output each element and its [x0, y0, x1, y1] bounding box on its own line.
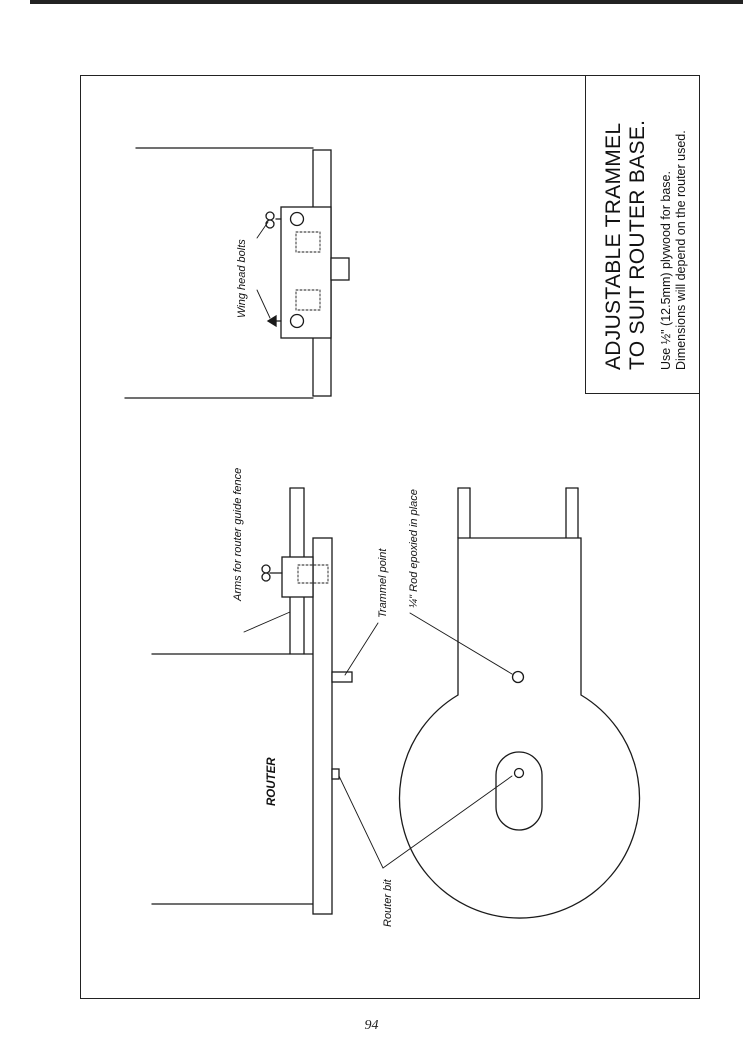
- trammel-point-label: Trammel point: [377, 548, 389, 618]
- wing-head-bolts-label: Wing head bolts: [236, 239, 248, 318]
- title-line-1: ADJUSTABLE TRAMMEL: [602, 122, 625, 370]
- wing-nut: [265, 211, 282, 229]
- drawing-frame: [80, 75, 700, 999]
- clamp-block: [281, 556, 314, 598]
- wing-nut: [261, 564, 283, 582]
- page-number: 94: [364, 1018, 379, 1033]
- leader-line: [338, 775, 384, 869]
- arms-for-router-guide-fence-label: Arms for router guide fence: [232, 467, 244, 601]
- leader-line: [382, 775, 513, 869]
- base-outline: [398, 537, 641, 919]
- title-block: [585, 76, 699, 394]
- fence-assembly-view: [124, 147, 350, 399]
- note-line-1: Use ½" (12.5mm) plywood for base.: [659, 171, 673, 370]
- router-bit-label: Router bit: [382, 879, 394, 927]
- trammel-point: [331, 671, 353, 683]
- router-base-plate: [312, 537, 333, 915]
- fence-clamp-block: [280, 206, 332, 339]
- title-line-2: TO SUIT ROUTER BASE.: [626, 119, 649, 370]
- hidden-nut: [295, 289, 321, 311]
- hidden-nut: [295, 231, 321, 253]
- rod-hole: [511, 670, 525, 684]
- router-bit: [331, 768, 340, 780]
- leader-line: [243, 611, 291, 633]
- bit-hole: [513, 767, 525, 779]
- bolt-hole: [289, 211, 305, 227]
- leader-line: [409, 612, 513, 675]
- leader-line: [256, 221, 269, 239]
- router-profile-view: [151, 487, 379, 915]
- leader-line: [344, 622, 379, 676]
- router-label: ROUTER: [266, 757, 278, 806]
- bolt-hole: [289, 313, 305, 329]
- wing-nut-side: [266, 314, 282, 328]
- scan-edge-line: [30, 0, 743, 4]
- fence-pin: [330, 257, 350, 281]
- trammel-base-view: [338, 487, 641, 919]
- leader-line: [256, 289, 271, 319]
- rod-epoxied-label: ¼" Rod epoxied in place: [408, 489, 420, 608]
- bit-slot: [495, 751, 543, 831]
- note-line-2: Dimensions will depend on the router use…: [674, 130, 688, 370]
